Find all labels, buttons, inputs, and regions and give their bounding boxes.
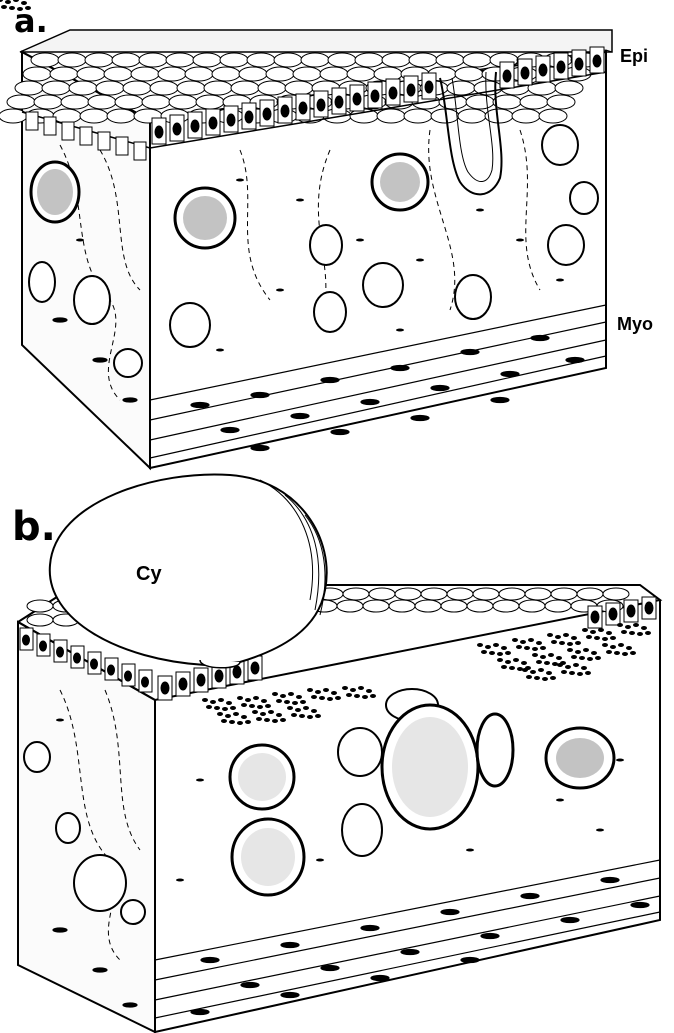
panel-letter-b: b. bbox=[12, 504, 56, 550]
label-myo: Myo bbox=[617, 314, 653, 334]
gland-dilated-3 bbox=[382, 705, 478, 829]
cyst bbox=[50, 474, 327, 667]
gland-large-3 bbox=[372, 154, 428, 210]
gland-dilated-2 bbox=[232, 819, 304, 895]
gland-dilated-1 bbox=[230, 745, 294, 809]
gland-large-2 bbox=[175, 188, 235, 248]
gland-thrombus-b bbox=[546, 728, 614, 788]
tissue-block-b bbox=[18, 585, 660, 1032]
label-cy: Cy bbox=[136, 563, 162, 585]
label-epi: Epi bbox=[620, 46, 648, 66]
panel-a: a. bbox=[0, 2, 653, 468]
gland-large-1 bbox=[31, 162, 79, 222]
